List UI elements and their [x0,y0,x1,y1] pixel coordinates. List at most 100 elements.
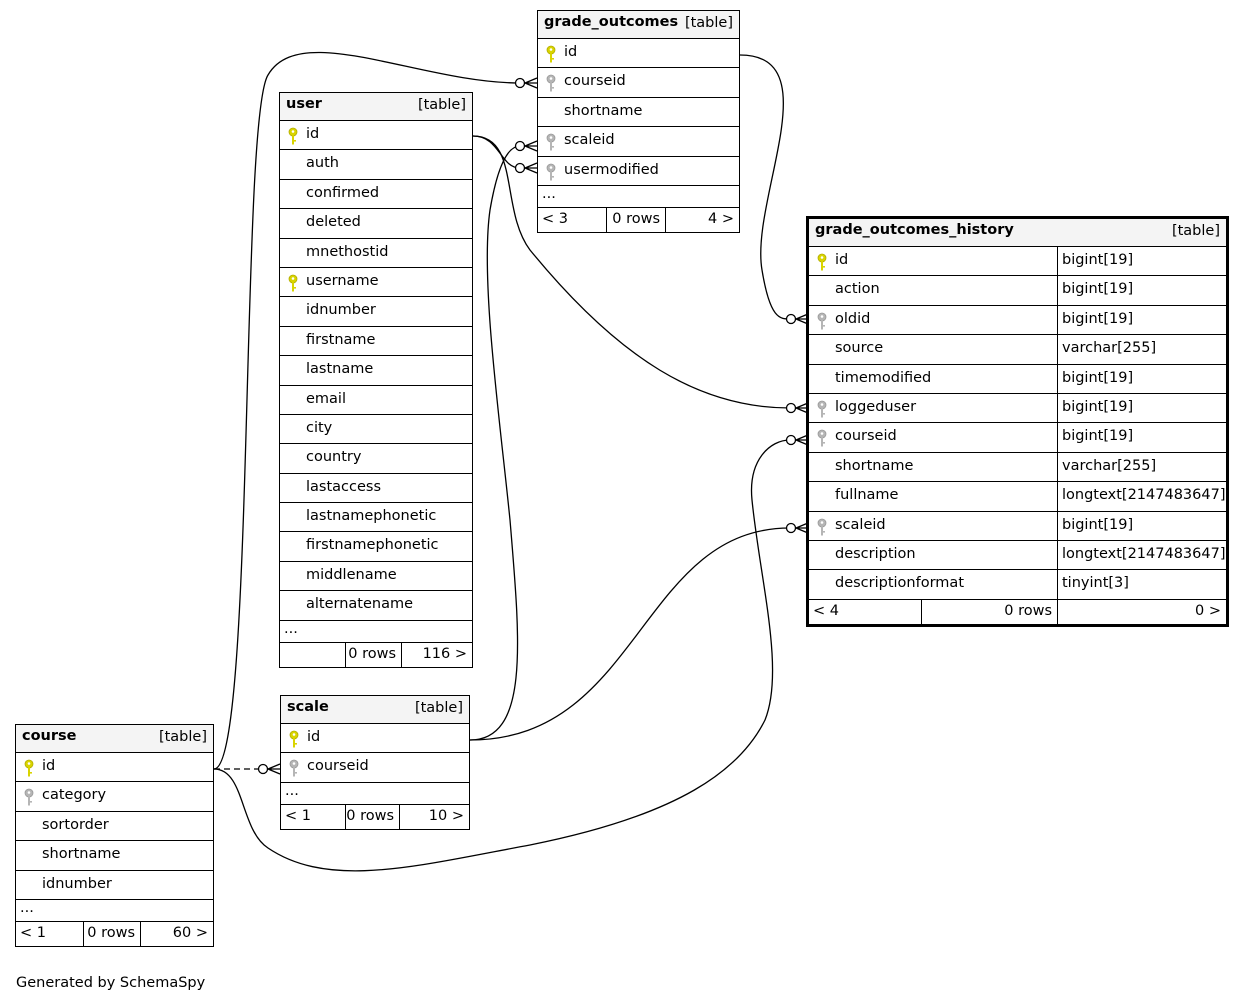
column-row[interactable]: id [538,39,739,69]
children-count[interactable]: 116 > [422,645,467,662]
column-row[interactable]: confirmed [280,180,472,210]
footer-divider [1057,599,1058,624]
crows-foot-marker [524,140,538,152]
column-row[interactable]: courseid [538,68,739,98]
column-row[interactable]: deleted [280,209,472,239]
children-count[interactable]: 10 > [428,807,464,824]
column-row[interactable]: firstnamephonetic [280,532,472,562]
column-row[interactable]: category [16,782,213,812]
column-row[interactable]: sortorder [16,812,213,842]
column-row[interactable]: mnethostid [280,239,472,268]
parents-count[interactable]: < 1 [20,924,46,941]
column-row[interactable]: id [281,724,469,754]
column-row[interactable]: auth [280,150,472,180]
column-row[interactable]: country [280,444,472,474]
column-row[interactable]: idnumber [16,871,213,900]
column-row[interactable]: lastnamephonetic [280,503,472,533]
table-name[interactable]: grade_outcomes [544,14,679,30]
column-name: shortname [835,457,914,474]
column-row[interactable]: scaleid [538,127,739,157]
column-name: action [835,281,880,298]
column-name: courseid [835,428,897,445]
children-count[interactable]: 0 > [1195,602,1221,619]
column-row[interactable]: username [280,268,472,298]
generated-by-label: Generated by SchemaSpy [16,975,206,991]
table-name[interactable]: course [22,728,77,744]
column-row[interactable]: courseid [281,753,469,783]
primary-key-icon [287,274,299,294]
column-name: courseid [307,758,369,775]
column-row[interactable]: usermodified [538,157,739,186]
column-type: bigint[19] [1057,511,1226,540]
column-row[interactable]: id [280,121,472,151]
more-columns-indicator[interactable]: ... [280,621,472,643]
table-name[interactable]: user [286,96,322,112]
more-columns-indicator[interactable]: ... [281,783,469,805]
column-row[interactable]: middlename [280,562,472,592]
column-type: longtext[2147483647] [1057,482,1226,511]
children-count[interactable]: 4 > [708,210,734,227]
foreign-key-icon [816,400,828,420]
table-type-label: [table] [158,729,207,745]
table-header: grade_outcomes[table] [538,11,739,39]
table-type-label: [table] [417,97,466,113]
parents-count[interactable]: < 4 [813,602,839,619]
table-name[interactable]: scale [287,699,329,715]
children-count[interactable]: 60 > [172,924,208,941]
table-header: user [table] [280,93,472,121]
column-name: country [306,449,362,466]
column-name: middlename [306,566,397,583]
table-type-label: [table] [1171,223,1220,239]
column-row[interactable]: alternatename [280,591,472,621]
parents-count[interactable]: < 3 [542,210,568,227]
relationship-end-marker [785,313,797,325]
table-name[interactable]: grade_outcomes_history [815,222,1014,238]
column-name: id [42,758,56,774]
column-row[interactable]: email [280,386,472,415]
foreign-key-icon [288,759,300,779]
foreign-key-icon [23,788,35,808]
column-row[interactable]: firstname [280,327,472,357]
column-row[interactable]: lastname [280,356,472,386]
column-row[interactable]: shortname [538,98,739,128]
relationship-end-marker [785,434,797,446]
column-row[interactable]: shortname [16,841,213,871]
more-columns-indicator[interactable]: ... [16,900,213,922]
foreign-key-icon [545,133,557,153]
column-name: source [835,340,884,357]
column-row[interactable]: idnumber [280,297,472,327]
parents-count[interactable]: < 1 [285,807,311,824]
column-row[interactable]: city [280,415,472,445]
column-row[interactable]: fullname longtext[2147483647] [809,482,1226,512]
crows-foot-marker [524,162,538,174]
column-name: lastname [306,361,374,378]
column-name: fullname [835,487,899,504]
column-name: usermodified [564,161,659,178]
column-name: id [564,44,578,60]
footer-divider [399,804,400,829]
column-name: idnumber [42,875,112,892]
column-name: idnumber [306,302,376,319]
relationship-line [213,439,791,872]
more-columns-indicator[interactable]: ... [538,186,739,208]
table-header: grade_outcomes_history [table] [809,219,1226,247]
column-row[interactable]: id [16,753,213,783]
column-row[interactable]: lastaccess [280,474,472,504]
